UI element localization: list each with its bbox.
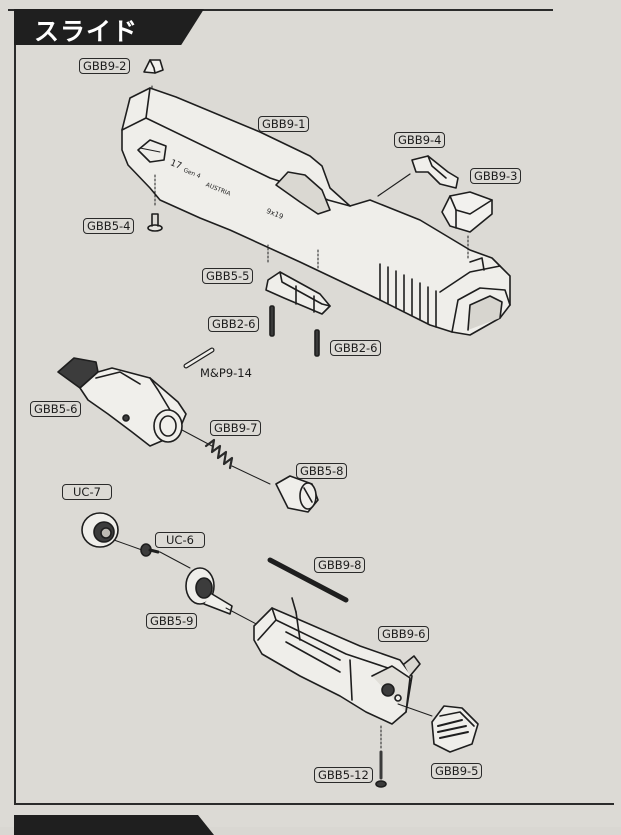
slide-body-part: [121, 87, 511, 336]
part-gbb9-4: [411, 155, 459, 189]
part-label-gbb5-5: GBB5-5: [202, 268, 254, 284]
part-label-gbb5-8: GBB5-8: [296, 463, 348, 479]
rod-gbb9-8: [267, 557, 349, 603]
part-label-gbb9-4: GBB9-4: [394, 132, 446, 148]
part-label-gbb2-6-a: GBB2-6: [208, 316, 260, 332]
screw-gbb5-12: [375, 750, 387, 788]
loading-nozzle-part: [57, 357, 187, 447]
part-label-gbb5-6: GBB5-6: [30, 401, 82, 417]
screw-gbb5-4: [147, 213, 163, 232]
spring-gbb9-7: [204, 438, 234, 470]
part-label-gbb2-6-b: GBB2-6: [330, 340, 382, 356]
part-label-uc-7: UC-7: [62, 484, 112, 500]
section-title: スライド: [34, 17, 139, 46]
rear-sight-part: [143, 59, 164, 74]
part-gbb5-5: [265, 271, 331, 315]
screw-uc-6: [140, 543, 160, 557]
part-label-gbb9-2: GBB9-2: [79, 58, 131, 74]
part-label-gbb5-12: GBB5-12: [314, 767, 373, 783]
part-label-gbb9-5: GBB9-5: [431, 763, 483, 779]
part-label-gbb5-4: GBB5-4: [83, 218, 135, 234]
part-label-gbb9-7: GBB9-7: [210, 420, 262, 436]
pin-mp9-14: [183, 347, 215, 369]
front-sight-part: [441, 191, 493, 233]
disc-uc-7: [81, 512, 119, 548]
section-title-tab: [14, 9, 204, 45]
part-gbb5-9: [185, 567, 233, 615]
frame-top-line: [8, 9, 553, 11]
cap-gbb5-8: [275, 475, 319, 513]
pin-gbb2-6-b: [314, 329, 320, 357]
part-label-uc-6: UC-6: [155, 532, 205, 548]
part-label-gbb5-9: GBB5-9: [146, 613, 198, 629]
part-label-gbb9-6: GBB9-6: [378, 626, 430, 642]
part-label-mp9-14: M&P9-14: [200, 366, 252, 380]
part-label-gbb9-1: GBB9-1: [258, 116, 310, 132]
frame-bottom-line: [14, 803, 614, 805]
plate-gbb9-5: [431, 705, 479, 753]
housing-gbb9-6: [253, 597, 421, 725]
part-label-gbb9-3: GBB9-3: [470, 168, 522, 184]
part-label-gbb9-8: GBB9-8: [314, 557, 366, 573]
pin-gbb2-6-a: [269, 305, 275, 337]
frame-left-line: [14, 9, 16, 804]
